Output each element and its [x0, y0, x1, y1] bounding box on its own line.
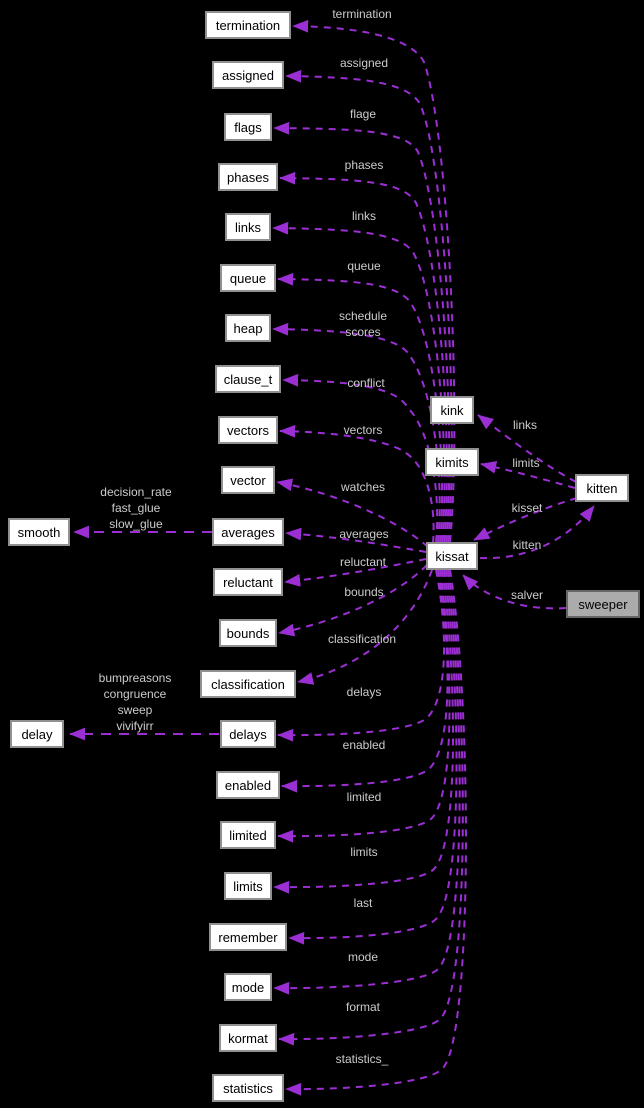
- node-enabled[interactable]: enabled: [216, 771, 280, 799]
- edge-sweeper-kissat: [462, 574, 567, 610]
- edge-label-links: links: [351, 209, 377, 223]
- node-reluctant[interactable]: reluctant: [213, 568, 283, 596]
- node-flags[interactable]: flags: [224, 113, 272, 141]
- edge-label-enabled: enabled: [342, 738, 386, 752]
- edge-kissat-averages: [285, 527, 427, 553]
- edge-label-last: last: [353, 896, 373, 910]
- edge-kissat-remember: [288, 569, 458, 945]
- edge-kitten-kissat: [473, 497, 578, 541]
- edge-label-phases: phases: [344, 158, 384, 172]
- edge-kissat-enabled: [281, 569, 449, 793]
- edge-label-format: format: [345, 1000, 381, 1014]
- node-classification[interactable]: classification: [200, 670, 296, 698]
- edge-kissat-statistics: [285, 569, 467, 1096]
- edge-kissat-vectors: [279, 424, 435, 544]
- edge-label-statistics: statistics_: [335, 1052, 389, 1066]
- edge-label-kimits-limits: limits: [512, 456, 540, 470]
- node-bounds[interactable]: bounds: [219, 619, 277, 647]
- node-heap[interactable]: heap: [225, 314, 271, 342]
- edge-kissat-heap: [272, 322, 441, 543]
- edge-label-reluctant: reluctant: [339, 555, 387, 569]
- node-kink[interactable]: kink: [430, 396, 474, 424]
- edge-label-mode: mode: [347, 950, 379, 964]
- edge-label-flags: flage: [349, 107, 377, 121]
- node-phases[interactable]: phases: [218, 163, 278, 191]
- node-vectors[interactable]: vectors: [218, 416, 278, 444]
- edge-label-bounds: bounds: [344, 585, 384, 599]
- node-links[interactable]: links: [225, 213, 271, 241]
- edge-label-limits: limits: [350, 845, 378, 859]
- node-limits[interactable]: limits: [224, 872, 272, 900]
- node-statistics[interactable]: statistics: [212, 1074, 284, 1102]
- edge-label-delays: delays: [346, 685, 382, 699]
- node-vector[interactable]: vector: [221, 466, 275, 494]
- node-delay[interactable]: delay: [10, 720, 64, 748]
- edge-kissat-clause_t: [282, 373, 439, 543]
- edge-label-averages: averages: [339, 527, 389, 541]
- node-averages[interactable]: averages: [212, 518, 284, 546]
- node-queue[interactable]: queue: [220, 264, 276, 292]
- edge-kissat-classification: [297, 569, 433, 685]
- edge-kissat-assigned: [285, 69, 453, 543]
- edge-label-kisset: kisset: [511, 501, 543, 515]
- edge-label-queue: queue: [347, 259, 381, 273]
- edge-label-clause_t: conflict: [347, 376, 385, 390]
- node-assigned[interactable]: assigned: [212, 61, 284, 89]
- edge-label-kink-links: links: [512, 418, 538, 432]
- node-limited[interactable]: limited: [220, 821, 276, 849]
- edge-label-vector: watches: [340, 480, 386, 494]
- edge-label-termination: termination: [332, 7, 392, 21]
- node-kitten[interactable]: kitten: [575, 474, 629, 502]
- edge-kissat-kitten: [479, 505, 595, 560]
- edge-label-heap: schedule scores: [338, 309, 388, 339]
- edge-label-vectors: vectors: [343, 423, 383, 437]
- node-termination[interactable]: termination: [205, 11, 291, 39]
- node-sweeper[interactable]: sweeper: [566, 590, 640, 618]
- edge-kissat-bounds: [278, 564, 428, 637]
- edge-label-kitten: kitten: [512, 538, 542, 552]
- node-delays[interactable]: delays: [220, 720, 276, 748]
- edge-kissat-vector: [276, 478, 429, 548]
- node-kormat[interactable]: kormat: [219, 1024, 277, 1052]
- edge-kitten-kink: [477, 414, 577, 483]
- edge-label-delay-fields: bumpreasons congruence sweep vivifyirr: [98, 671, 172, 733]
- edge-label-assigned: assigned: [339, 56, 389, 70]
- edge-kissat-kormat: [278, 569, 464, 1046]
- edge-label-salver: salver: [510, 588, 544, 602]
- node-clause_t[interactable]: clause_t: [215, 365, 281, 393]
- node-smooth[interactable]: smooth: [8, 518, 70, 546]
- edge-label-smooth-fields: decision_rate fast_glue slow_glue: [100, 485, 172, 531]
- edge-kissat-limits: [273, 569, 454, 894]
- edge-label-classification: classification: [327, 632, 397, 646]
- node-kissat[interactable]: kissat: [426, 542, 478, 570]
- edge-kissat-mode: [273, 569, 461, 995]
- edge-kissat-termination: [292, 19, 456, 543]
- node-remember[interactable]: remember: [209, 923, 287, 951]
- node-kimits[interactable]: kimits: [425, 448, 479, 476]
- edge-label-limited: limited: [346, 790, 382, 804]
- node-mode[interactable]: mode: [224, 973, 272, 1001]
